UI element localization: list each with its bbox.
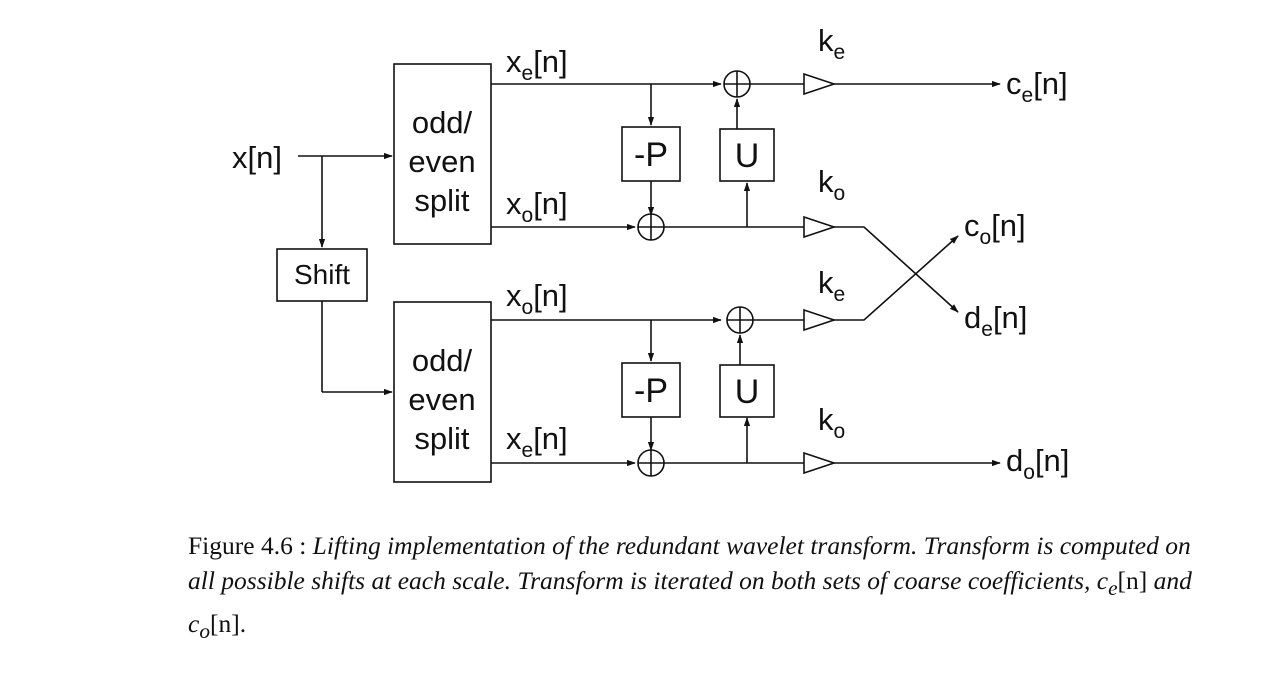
top-update-label: U xyxy=(735,137,760,175)
split-top-line-3: split xyxy=(414,183,470,218)
svg-text:xo[n]: xo[n] xyxy=(506,186,568,227)
bottom-even-label: xe[n] xyxy=(506,421,568,462)
bottom-predict-label: -P xyxy=(634,372,668,410)
svg-text:co[n]: co[n] xyxy=(964,208,1026,249)
bottom-predict-block xyxy=(621,362,681,418)
gain-ke-top-label: ke xyxy=(818,23,845,64)
svg-text:x[n]: x[n] xyxy=(232,140,282,175)
shift-label: Shift xyxy=(294,259,350,290)
svg-text:ko: ko xyxy=(818,402,845,443)
bottom-even-adder xyxy=(637,449,665,477)
split-top-line-1: odd/ xyxy=(412,105,473,140)
split-block-top xyxy=(393,63,492,245)
bottom-odd-label: xo[n] xyxy=(506,278,568,319)
co-output-label: co[n] xyxy=(964,208,1026,249)
do-output-label: do[n] xyxy=(1006,443,1069,484)
caption-co: c xyxy=(188,609,200,639)
shift-block xyxy=(276,248,368,302)
bottom-odd-adder xyxy=(726,306,754,334)
cross-line-to-de xyxy=(834,226,959,313)
split-bottom-line-3: split xyxy=(414,421,470,456)
figure-caption: Figure 4.6 : Lifting implementation of t… xyxy=(188,528,1198,649)
caption-text: Lifting implementation of the redundant … xyxy=(188,531,1191,595)
ce-output-label: ce[n] xyxy=(1006,66,1068,107)
split-top-line-2: even xyxy=(408,144,475,179)
caption-ce-arg: [n] xyxy=(1117,566,1148,595)
svg-text:ke: ke xyxy=(818,23,845,64)
split-bottom-line-2: even xyxy=(408,382,475,417)
top-odd-label: xo[n] xyxy=(506,186,568,227)
caption-ce: c xyxy=(1096,566,1109,595)
caption-ce-sub: e xyxy=(1108,576,1118,601)
svg-text:do[n]: do[n] xyxy=(1006,443,1069,484)
de-output-label: de[n] xyxy=(964,300,1027,341)
gain-ke-bottom xyxy=(803,308,837,332)
lifting-diagram: x[n] Shift odd/ even split xe[n] -P xo[n… xyxy=(232,23,1069,484)
gain-ko-top xyxy=(803,215,837,239)
top-update-block xyxy=(719,128,775,182)
svg-text:xe[n]: xe[n] xyxy=(506,44,568,85)
top-even-adder xyxy=(723,70,751,98)
caption-co-arg: [n] xyxy=(209,609,240,639)
cross-line-to-co xyxy=(834,235,959,321)
top-odd-adder xyxy=(637,213,665,241)
top-predict-label: -P xyxy=(634,136,668,174)
gain-ko-top-label: ko xyxy=(818,164,845,205)
gain-ko-bottom-label: ko xyxy=(818,402,845,443)
top-predict-block xyxy=(621,126,681,182)
top-even-label: xe[n] xyxy=(506,44,568,85)
gain-ke-top xyxy=(803,72,837,96)
gain-ke-bottom-label: ke xyxy=(818,265,845,306)
svg-text:ke: ke xyxy=(818,265,845,306)
caption-prefix: Figure 4.6 : xyxy=(188,531,313,560)
caption-co-sub: o xyxy=(199,619,210,644)
svg-text:ko: ko xyxy=(818,164,845,205)
bottom-update-block xyxy=(719,364,775,418)
caption-end: . xyxy=(239,609,247,639)
split-block-bottom xyxy=(393,301,492,483)
input-signal-label: x[n] xyxy=(232,140,282,175)
svg-text:xo[n]: xo[n] xyxy=(506,278,568,319)
gain-ko-bottom xyxy=(803,451,837,475)
svg-text:ce[n]: ce[n] xyxy=(1006,66,1068,107)
caption-and: and xyxy=(1147,566,1192,595)
svg-text:de[n]: de[n] xyxy=(964,300,1027,341)
svg-text:xe[n]: xe[n] xyxy=(506,421,568,462)
bottom-update-label: U xyxy=(735,373,760,411)
split-bottom-line-1: odd/ xyxy=(412,343,473,378)
